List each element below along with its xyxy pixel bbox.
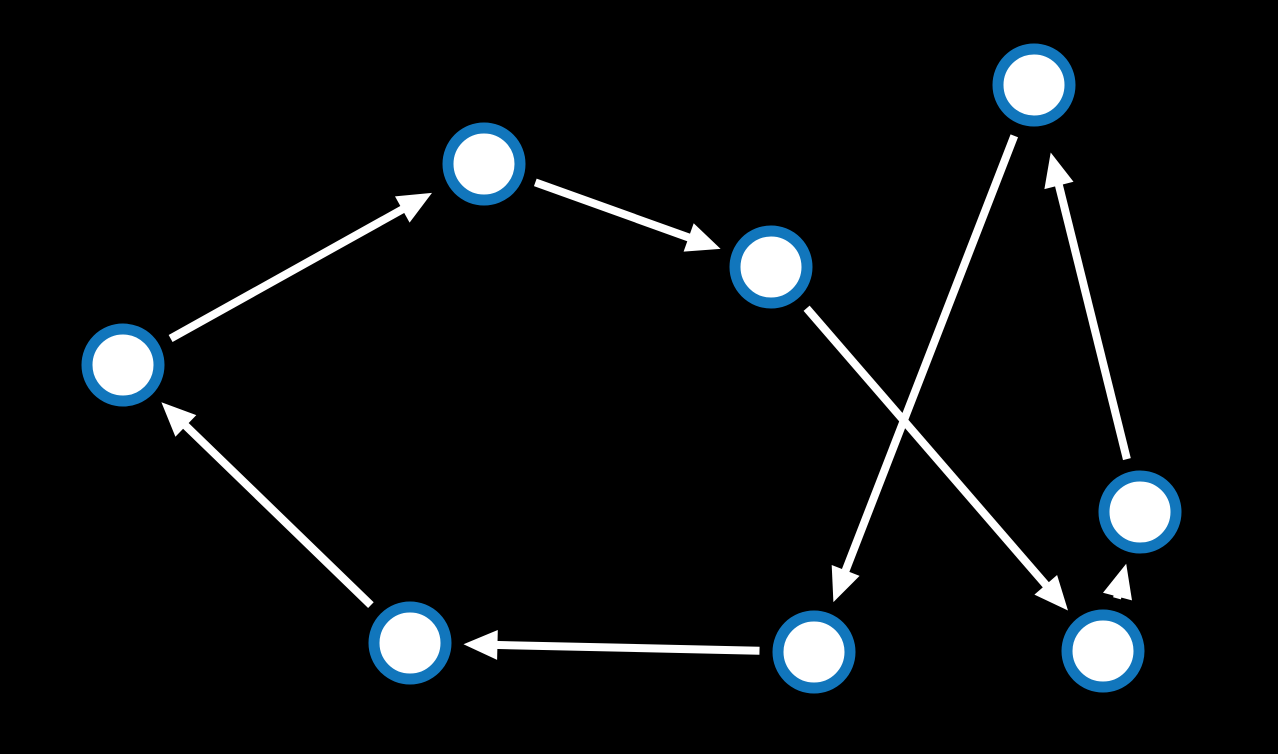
graph-edge-arrowhead <box>683 223 721 252</box>
graph-edge-arrowhead <box>395 192 432 223</box>
graph-edge-arrowhead <box>463 630 498 660</box>
graph-edge-line <box>1054 180 1131 461</box>
graph-edge-line <box>493 640 760 655</box>
graph-edge-arrowhead <box>161 402 197 437</box>
graph-edge-arrowhead <box>831 565 860 603</box>
graph-edge-arrowhead <box>1103 563 1132 601</box>
graph-edge-line <box>180 420 374 608</box>
graph-edge-arrowhead <box>1034 575 1068 611</box>
edges-layer <box>161 134 1132 660</box>
graph-edge-line <box>168 204 408 342</box>
graph-edge-line <box>533 178 694 243</box>
graph-edge-arrowhead <box>1044 152 1074 190</box>
node-bottom-left <box>368 601 452 685</box>
node-top-right <box>992 43 1076 127</box>
node-upper-middle <box>442 122 526 206</box>
node-bottom-middle <box>772 610 856 694</box>
node-left <box>81 323 165 407</box>
node-right <box>1098 470 1182 554</box>
graph-edge-line <box>803 305 1052 591</box>
node-bottom-right <box>1061 609 1145 693</box>
nodes-layer <box>81 43 1182 694</box>
node-middle <box>729 225 813 309</box>
graph-edge-line <box>840 134 1019 576</box>
